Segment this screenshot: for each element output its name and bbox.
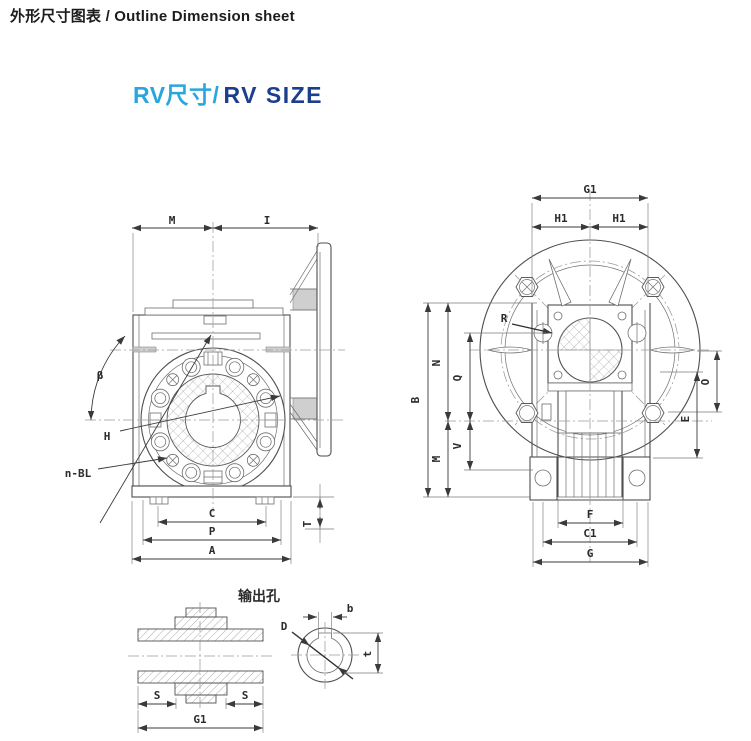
- dim-label-h1-right: H1: [612, 212, 626, 225]
- output-hole-section: S S G1: [128, 602, 272, 733]
- front-dim-top: M I: [132, 214, 319, 312]
- dim-label-s-right: S: [242, 689, 249, 702]
- dim-label-h: H: [104, 430, 111, 443]
- output-hole-end-view: b D t: [281, 602, 383, 689]
- output-hole-title: 输出孔: [238, 588, 280, 605]
- dim-label-c: C: [209, 507, 216, 520]
- flange-bolt-holes: [150, 357, 276, 483]
- dim-label-f: F: [587, 508, 594, 521]
- side-view-drawing: G1 H1 H1 R B N M Q V: [409, 183, 722, 567]
- dim-label-beta: β: [97, 369, 104, 382]
- dim-label-c1: C1: [583, 527, 597, 540]
- front-dim-h: H: [104, 394, 281, 443]
- dim-label-p: P: [209, 525, 216, 538]
- dim-label-nbl: n-BL: [65, 467, 92, 480]
- dim-label-m2: M: [430, 455, 443, 462]
- rv-size-heading: RV尺寸/RV SIZE: [133, 76, 323, 110]
- side-dim-top: G1 H1 H1: [531, 183, 649, 296]
- dim-label-b-key: b: [347, 602, 354, 615]
- side-view-hex-bolts: [515, 277, 665, 423]
- dim-label-a: A: [209, 544, 216, 557]
- side-dim-bottom: F C1 G: [532, 499, 649, 567]
- dim-label-e: E: [679, 416, 692, 423]
- dim-label-d: D: [281, 620, 288, 633]
- front-view-drawing: M I β H n-BL C P A: [65, 214, 345, 564]
- dim-label-s-left: S: [154, 689, 161, 702]
- dim-label-h1-left: H1: [554, 212, 568, 225]
- flange-tapped-holes: [166, 373, 260, 467]
- dim-label-r: R: [501, 312, 508, 325]
- side-view-body: [529, 303, 651, 501]
- page-title: 外形尺寸图表 / Outline Dimension sheet: [10, 8, 295, 25]
- side-dim-right: O E: [653, 350, 722, 459]
- dim-label-g1: G1: [583, 183, 597, 196]
- dim-label-o: O: [699, 378, 712, 385]
- side-dim-r: R: [501, 312, 553, 335]
- dim-label-m: M: [169, 214, 176, 227]
- dim-label-g1-bottom: G1: [193, 713, 207, 726]
- dim-label-v: V: [451, 442, 464, 449]
- side-dim-left: B N M Q V: [409, 302, 546, 498]
- dim-label-b: B: [409, 396, 422, 403]
- dim-label-q: Q: [451, 374, 464, 381]
- front-dim-bottom: C P A: [131, 500, 292, 564]
- dim-label-t: T: [301, 520, 314, 527]
- front-view-input-flange: [289, 242, 332, 457]
- front-dim-nbl: n-BL: [65, 456, 168, 480]
- dim-label-i: I: [264, 214, 271, 227]
- front-dim-beta: β: [87, 334, 212, 524]
- rv-heading-en: RV SIZE: [223, 82, 323, 108]
- dim-label-t-key: t: [361, 651, 374, 658]
- front-dim-t: T: [293, 484, 334, 543]
- dim-label-n: N: [430, 360, 443, 367]
- rv-heading-zh: RV尺寸/: [133, 82, 220, 108]
- dim-label-g: G: [587, 547, 594, 560]
- output-hole-drawing: 输出孔 S S G1: [128, 588, 383, 733]
- front-view-base: [131, 485, 292, 505]
